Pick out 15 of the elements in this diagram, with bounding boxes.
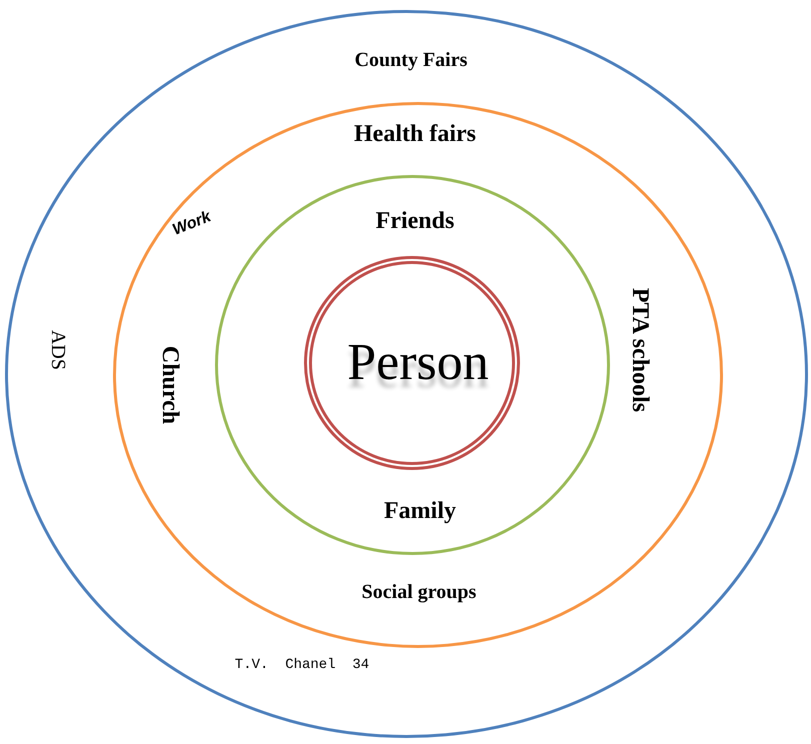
ring-label: T.V. Chanel 34 [234, 658, 370, 672]
ring-label: ADS [48, 330, 68, 370]
ring-label: Social groups [362, 582, 476, 602]
middle-ellipse [113, 102, 723, 648]
ring-label: Person [347, 337, 489, 389]
outer-ellipse [5, 10, 808, 738]
ring-label: Family [384, 499, 456, 523]
inner-circle [215, 175, 610, 555]
ring-label: Friends [376, 209, 454, 233]
center-circle [304, 256, 520, 470]
ring-label: Health fairs [354, 122, 476, 146]
ring-label: Church [158, 346, 182, 424]
ring-label: Work [170, 209, 214, 239]
ring-label: PTA schools [628, 288, 652, 412]
ring-label: County Fairs [354, 50, 468, 70]
